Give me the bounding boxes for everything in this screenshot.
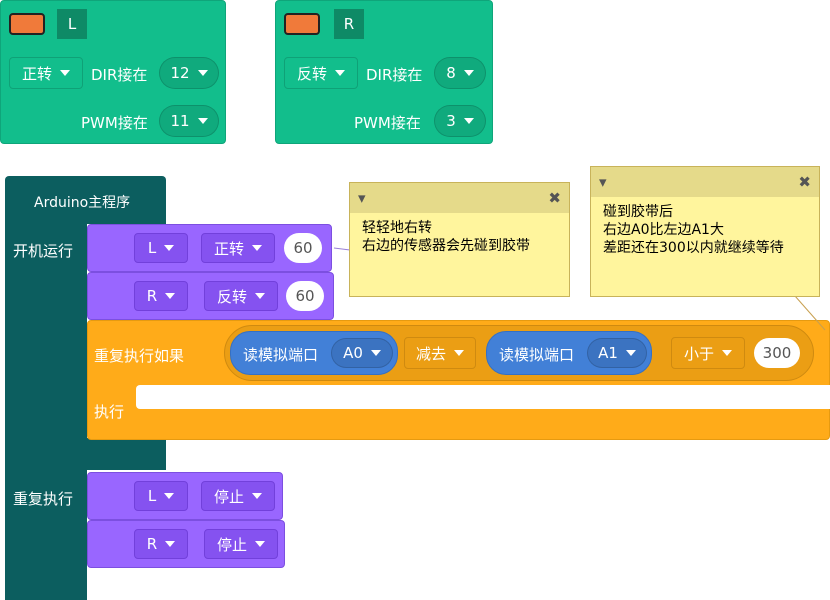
comment-note-2[interactable]: ▾✖ 碰到胶带后 右边A0比左边A1大 差距还在300以内就继续等待	[590, 166, 820, 297]
motor-driver-icon	[9, 13, 45, 35]
direction-dropdown[interactable]: 反转	[284, 57, 358, 89]
pwm-pin-dropdown[interactable]: 3	[434, 105, 486, 137]
motor-name-field[interactable]: L	[57, 9, 87, 39]
action-dropdown[interactable]: 停止	[204, 529, 278, 559]
speed-input[interactable]: 60	[286, 281, 324, 311]
dropdown-arrow-icon	[255, 293, 265, 299]
dir-pin-dropdown[interactable]: 8	[434, 57, 486, 89]
main-block-divider	[87, 438, 166, 470]
motor-dropdown[interactable]: L	[134, 233, 188, 263]
dropdown-arrow-icon	[60, 70, 70, 76]
motor-stop-block-r[interactable]: R 停止	[87, 520, 285, 568]
motor-block-r[interactable]: R 反转 DIR接在 8 PWM接在 3	[275, 0, 493, 144]
comment-note-1[interactable]: ▾✖ 轻轻地右转 右边的传感器会先碰到胶带	[349, 182, 570, 297]
note-text[interactable]: 碰到胶带后 右边A0比左边A1大 差距还在300以内就继续等待	[603, 204, 784, 256]
collapse-arrow-icon[interactable]: ▾	[358, 189, 366, 207]
dropdown-arrow-icon	[722, 350, 732, 356]
dropdown-arrow-icon	[255, 541, 265, 547]
pwm-label: PWM接在	[354, 114, 421, 132]
repeat-while-label: 重复执行如果	[94, 347, 185, 365]
read-analog-block-1[interactable]: 读模拟端口 A0	[230, 331, 398, 375]
dir-label: DIR接在	[91, 66, 148, 84]
dropdown-arrow-icon	[164, 493, 175, 499]
note-text[interactable]: 轻轻地右转 右边的传感器会先碰到胶带	[362, 220, 530, 254]
motor-run-block-r[interactable]: R 反转 60	[87, 272, 334, 320]
note-header[interactable]: ▾✖	[591, 167, 819, 197]
port-dropdown[interactable]: A0	[331, 338, 393, 368]
dropdown-arrow-icon	[197, 70, 208, 76]
dropdown-arrow-icon	[463, 70, 474, 76]
motor-driver-icon	[284, 13, 320, 35]
main-title: Arduino主程序	[34, 195, 131, 211]
dropdown-arrow-icon	[252, 493, 262, 499]
dropdown-arrow-icon	[370, 350, 381, 356]
direction-dropdown[interactable]: 反转	[204, 281, 278, 311]
collapse-arrow-icon[interactable]: ▾	[599, 173, 607, 191]
dropdown-arrow-icon	[165, 541, 176, 547]
motor-name-field[interactable]: R	[334, 9, 364, 39]
setup-label: 开机运行	[13, 242, 74, 260]
dir-pin-dropdown[interactable]: 12	[159, 57, 219, 89]
dropdown-arrow-icon	[454, 350, 464, 356]
dropdown-arrow-icon	[165, 293, 176, 299]
threshold-input[interactable]: 300	[754, 338, 800, 368]
dropdown-arrow-icon	[625, 350, 636, 356]
read-analog-block-2[interactable]: 读模拟端口 A1	[486, 331, 652, 375]
dropdown-arrow-icon	[335, 70, 345, 76]
pwm-label: PWM接在	[81, 114, 148, 132]
motor-stop-block-l[interactable]: L 停止	[87, 472, 283, 520]
motor-dropdown[interactable]: R	[134, 281, 188, 311]
main-block-spine	[5, 224, 87, 600]
motor-run-block-l[interactable]: L 正转 60	[87, 224, 332, 272]
direction-dropdown[interactable]: 正转	[201, 233, 275, 263]
motor-dropdown[interactable]: R	[134, 529, 188, 559]
action-dropdown[interactable]: 停止	[201, 481, 275, 511]
motor-dropdown[interactable]: L	[134, 481, 188, 511]
repeat-while-block[interactable]: 重复执行如果 读模拟端口 A0 减去 读模拟端口 A1 小于 300 执行	[87, 320, 830, 440]
do-label: 执行	[94, 403, 125, 421]
motor-block-l[interactable]: L 正转 DIR接在 12 PWM接在 11	[0, 0, 226, 144]
arduino-main-block[interactable]	[5, 176, 166, 224]
pwm-pin-dropdown[interactable]: 11	[159, 105, 219, 137]
dropdown-arrow-icon	[164, 245, 175, 251]
do-slot[interactable]	[136, 385, 830, 409]
dropdown-arrow-icon	[463, 118, 474, 124]
close-icon[interactable]: ✖	[798, 173, 811, 191]
dropdown-arrow-icon	[197, 118, 208, 124]
dropdown-arrow-icon	[252, 245, 262, 251]
speed-input[interactable]: 60	[284, 233, 322, 263]
dir-label: DIR接在	[366, 66, 423, 84]
close-icon[interactable]: ✖	[548, 189, 561, 207]
compare-dropdown[interactable]: 小于	[671, 337, 745, 369]
operator-dropdown[interactable]: 减去	[404, 337, 476, 369]
port-dropdown[interactable]: A1	[587, 338, 647, 368]
loop-label: 重复执行	[13, 490, 74, 508]
direction-dropdown[interactable]: 正转	[9, 57, 83, 89]
note-header[interactable]: ▾✖	[350, 183, 569, 213]
